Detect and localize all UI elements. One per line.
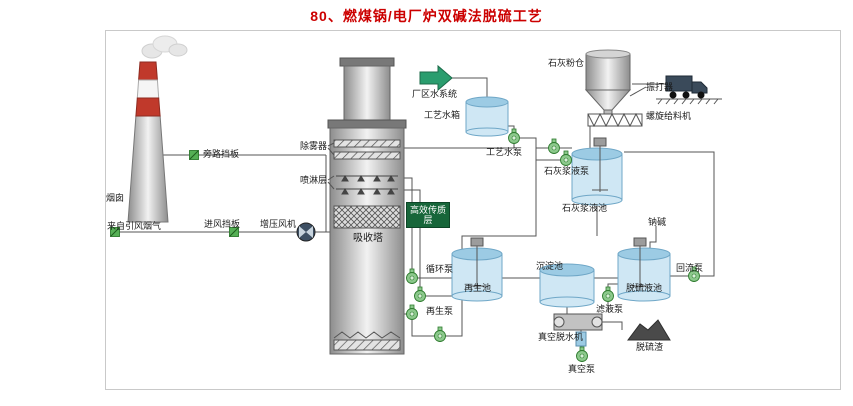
label-regeneration-pool: 再生池 [464,283,492,293]
label-bypass-damper: 旁路挡板 [203,149,240,159]
label-lime-powder-silo: 石灰粉仓 [548,58,585,68]
label-absorption-tower: 吸收塔 [353,233,383,244]
label-sedimentation-pool: 沉淀池 [536,261,564,271]
lime-slurry-pump-icon [548,138,560,154]
label-chimney: 烟囱 [106,193,125,203]
sedimentation-pool-vessel [539,263,595,308]
vacuum-dewaterer-machine [553,313,603,331]
label-regeneration-pump: 再生泵 [426,306,454,316]
label-process-water-tank: 工艺水箱 [424,110,461,120]
label-circulation-pump: 循环泵 [426,264,454,274]
absorption-tower-vessel [327,57,407,355]
label-screw-feeder: 螺旋给料机 [646,111,692,121]
screw-feeder-machine [587,112,643,128]
lime-slurry-pool-vessel [571,137,623,206]
label-filtrate-pump: 滤液泵 [596,304,624,314]
bypass-damper-icon [189,150,199,160]
liquid-surface [333,331,401,339]
label-plant-water-system: 厂区水系统 [412,89,458,99]
chimney-stack [127,35,188,223]
spray-layers [336,175,398,195]
lime-slurry-pump-icon [560,150,572,166]
lime-silo-vessel [584,49,647,116]
label-booster-fan: 增压风机 [260,219,297,229]
vacuum-receiver-vessel [575,331,587,347]
packing-layer [333,205,401,229]
label-process-water-pump: 工艺水泵 [486,147,523,157]
process-water-pump-icon [508,128,520,144]
process-water-tank-vessel [465,96,509,137]
transfer-pump-icon [434,326,446,342]
demister-layer [333,139,401,148]
demister-layer [333,151,401,160]
plant-water-arrow-icon [419,64,453,92]
circulation-pump-icon [414,286,426,302]
label-vibrator: 振打器 [646,82,674,92]
label-mass-transfer: 高效传质层 [406,202,450,228]
label-demister: 除雾器 [300,141,328,151]
label-reflux-pump: 回流泵 [676,263,704,273]
label-lime-slurry-pool: 石灰浆液池 [562,203,608,213]
label-inlet-damper: 进风挡板 [204,219,241,229]
label-desulfurization-slag: 脱硫渣 [636,342,664,352]
booster-fan-icon [296,222,316,242]
slag-pile [627,319,671,341]
vacuum-pump-icon [576,346,588,362]
label-desulfurization-pool: 脱硫液池 [626,283,663,293]
label-sodium-alkali: 钠碱 [648,217,667,227]
regeneration-pool-vessel [451,237,503,302]
desulfurization-pool-vessel [617,237,671,302]
truck-icon [656,75,722,105]
diagram-frame [105,30,841,390]
regeneration-pump-icon [406,304,418,320]
label-lime-slurry-pump: 石灰浆液泵 [544,166,590,176]
label-spray-layer: 喷淋层 [300,175,328,185]
label-flue-gas-source: 来自引风烟气 [107,221,162,231]
label-vacuum-dewaterer: 真空脱水机 [538,332,584,342]
label-vacuum-pump: 真空泵 [568,364,596,374]
circulation-pump-icon [406,268,418,284]
filtrate-pump-icon [602,286,614,302]
page-title: 80、燃煤锅/电厂炉双碱法脱硫工艺 [310,8,543,24]
